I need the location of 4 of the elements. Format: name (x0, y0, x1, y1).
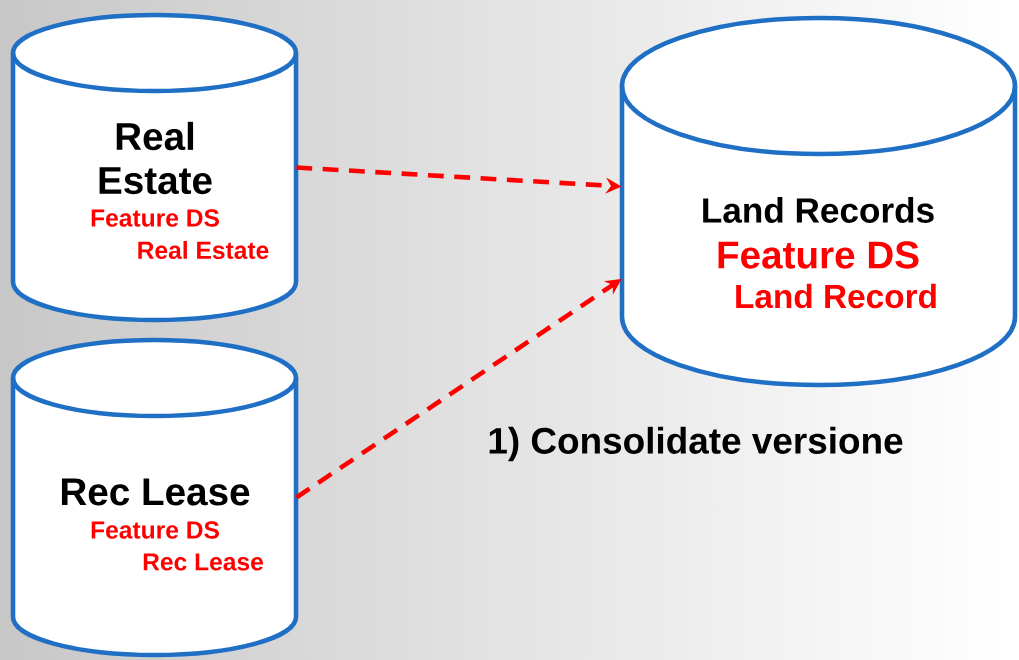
database-cylinder: Land Records Feature DS Land Record (619, 15, 1018, 388)
caption-text: 1) Consolidate versione (489, 426, 903, 462)
database-cylinder: Rec Lease Feature DS Rec Lease (10, 337, 299, 658)
database-cylinder: Real Estate Feature DS Real Estate (10, 12, 299, 323)
